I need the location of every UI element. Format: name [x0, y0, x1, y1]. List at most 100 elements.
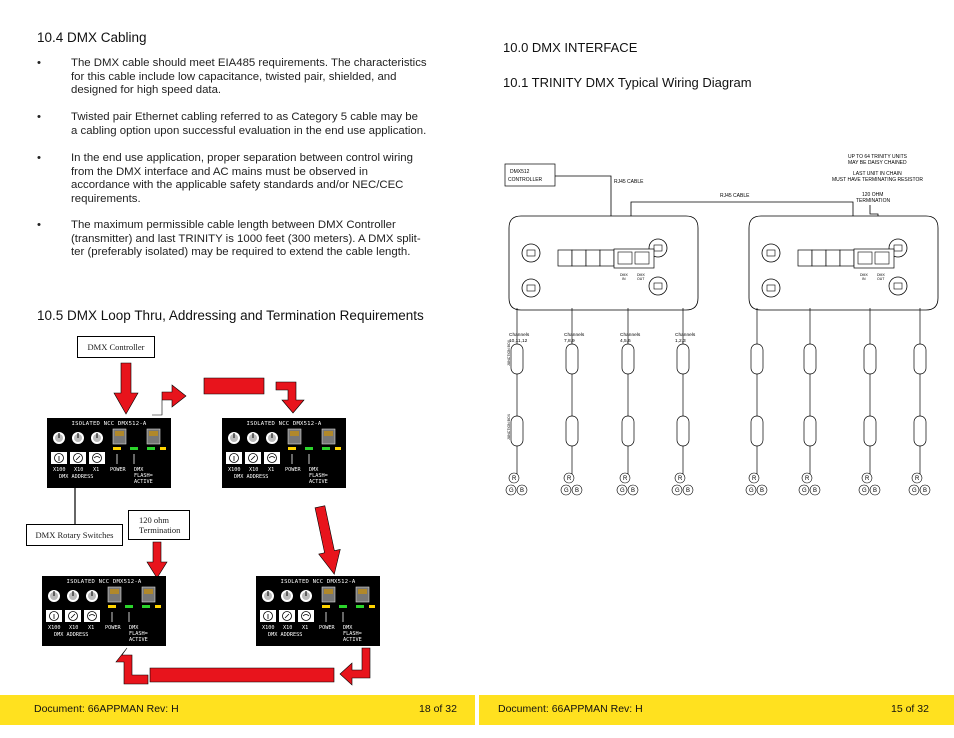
- rotary-dial-x10[interactable]: [72, 432, 84, 444]
- channel-label: Channels: [675, 332, 696, 338]
- label-x1: X1: [302, 625, 309, 631]
- label-dmx-address: DMX ADDRESS: [54, 632, 89, 638]
- rgb-g-label: G: [749, 488, 754, 494]
- led-yellow: [288, 447, 296, 450]
- rgb-g-label: G: [912, 488, 917, 494]
- led-green: [147, 447, 155, 450]
- power-symbol-icon: [73, 453, 83, 463]
- junction-box: [863, 415, 877, 447]
- bullet-line: The maximum permissible cable length bet…: [71, 219, 396, 231]
- rotary-dial-x1[interactable]: [266, 432, 278, 444]
- led-green: [130, 447, 138, 450]
- junction-box: [676, 415, 690, 447]
- red-arrow-bent-down: [275, 381, 305, 414]
- label-flash: FLASH=: [129, 631, 148, 637]
- label-dmx-address: DMX ADDRESS: [268, 632, 303, 638]
- label-x1: X1: [88, 625, 95, 631]
- rotary-dial-x10[interactable]: [247, 432, 259, 444]
- led-green: [322, 447, 330, 450]
- controller-label-2: CONTROLLER: [508, 177, 543, 183]
- dmx-out-label-2: OUT: [637, 277, 645, 281]
- note-line1: UP TO 64 TRINITY UNITS: [848, 154, 908, 160]
- term-line2: TERMINATION: [856, 198, 890, 204]
- terminal-block: [797, 249, 813, 267]
- rgb-g-label: G: [620, 488, 625, 494]
- label-power: POWER: [110, 467, 126, 473]
- rotary-dial-x1[interactable]: [300, 590, 312, 602]
- label-x10: X10: [69, 625, 79, 631]
- dmx-controller-label: DMX Controller: [77, 336, 155, 358]
- label-x100: X100: [48, 625, 61, 631]
- dmx512-controller-box: [504, 163, 556, 187]
- junction-box: [510, 343, 524, 375]
- label-active: ACTIVE: [129, 637, 148, 643]
- note-line3: LAST UNIT IN CHAIN: [853, 171, 902, 177]
- module-title: ISOLATED NCC DMX512-A: [246, 421, 322, 427]
- signal-icon: [267, 453, 277, 463]
- power-symbol-icon: [248, 453, 258, 463]
- dmx-out-label: DMX: [637, 273, 645, 277]
- term-line1: 120 OHM: [862, 192, 883, 198]
- rotary-dial-x10[interactable]: [67, 590, 79, 602]
- junction-box: [621, 415, 635, 447]
- rotary-dial-x10[interactable]: [281, 590, 293, 602]
- rotary-dial-x100[interactable]: [262, 590, 274, 602]
- junction-box-label: JUNCTION BOX: [507, 413, 511, 440]
- rotary-dial-x1[interactable]: [86, 590, 98, 602]
- rgb-b-label: B: [575, 488, 579, 494]
- heading-loop-thru: 10.5 DMX Loop Thru, Addressing and Termi…: [37, 308, 424, 323]
- rotary-dial-x100[interactable]: [48, 590, 60, 602]
- rotary-dial-x100[interactable]: [228, 432, 240, 444]
- info-icon: [263, 611, 273, 621]
- rgb-r-label: R: [623, 476, 628, 482]
- junction-box: [750, 415, 764, 447]
- led-yellow: [113, 447, 121, 450]
- rotary-dial-x1[interactable]: [91, 432, 103, 444]
- power-symbol-icon: [68, 611, 78, 621]
- rj45-cable-label-1: RJ45 CABLE: [614, 179, 644, 185]
- label-power: POWER: [285, 467, 301, 473]
- label-flash: FLASH=: [309, 473, 328, 479]
- bullet-line: requirements.: [71, 192, 141, 205]
- led-yellow: [369, 605, 375, 608]
- junction-box-label: JUNCTION BOX: [507, 339, 511, 366]
- power-symbol-icon: [282, 611, 292, 621]
- module-controls: [46, 586, 161, 622]
- module-title: ISOLATED NCC DMX512-A: [66, 579, 142, 585]
- channel-label-values: 1,2,3: [675, 338, 686, 344]
- dmx-in-label: DMX: [620, 273, 628, 277]
- bullet-text: The maximum permissible cable length bet…: [71, 219, 449, 260]
- junction-box: [863, 343, 877, 375]
- termination-label-line1: 120 ohm: [139, 515, 169, 525]
- junction-box: [621, 343, 635, 375]
- terminal-block: [585, 249, 601, 267]
- footer-left-doc: Document: 66APPMAN Rev: H: [34, 703, 179, 715]
- info-icon: [229, 453, 239, 463]
- bullet-line: Twisted pair Ethernet cabling referred t…: [71, 111, 418, 123]
- terminal-block: [571, 249, 587, 267]
- red-arrow-termination: [146, 541, 168, 579]
- led-yellow: [335, 447, 341, 450]
- dmx-out-label: DMX: [877, 273, 885, 277]
- info-icon: [49, 611, 59, 621]
- termination-label: 120 ohm Termination: [128, 510, 190, 540]
- rotary-dial-x100[interactable]: [53, 432, 65, 444]
- led-green: [142, 605, 150, 608]
- label-x100: X100: [228, 467, 241, 473]
- junction-box: [803, 343, 817, 375]
- rgb-g-label: G: [509, 488, 514, 494]
- wiring-diagram: DMX512 CONTROLLER RJ45 CABLE RJ45 CABLE …: [504, 154, 939, 496]
- led-yellow: [108, 605, 116, 608]
- label-x10: X10: [74, 467, 84, 473]
- rgb-b-label: B: [873, 488, 877, 494]
- label-dmx: DMX: [309, 467, 319, 473]
- bullet-line: a cabling option upon successful evaluat…: [71, 124, 427, 137]
